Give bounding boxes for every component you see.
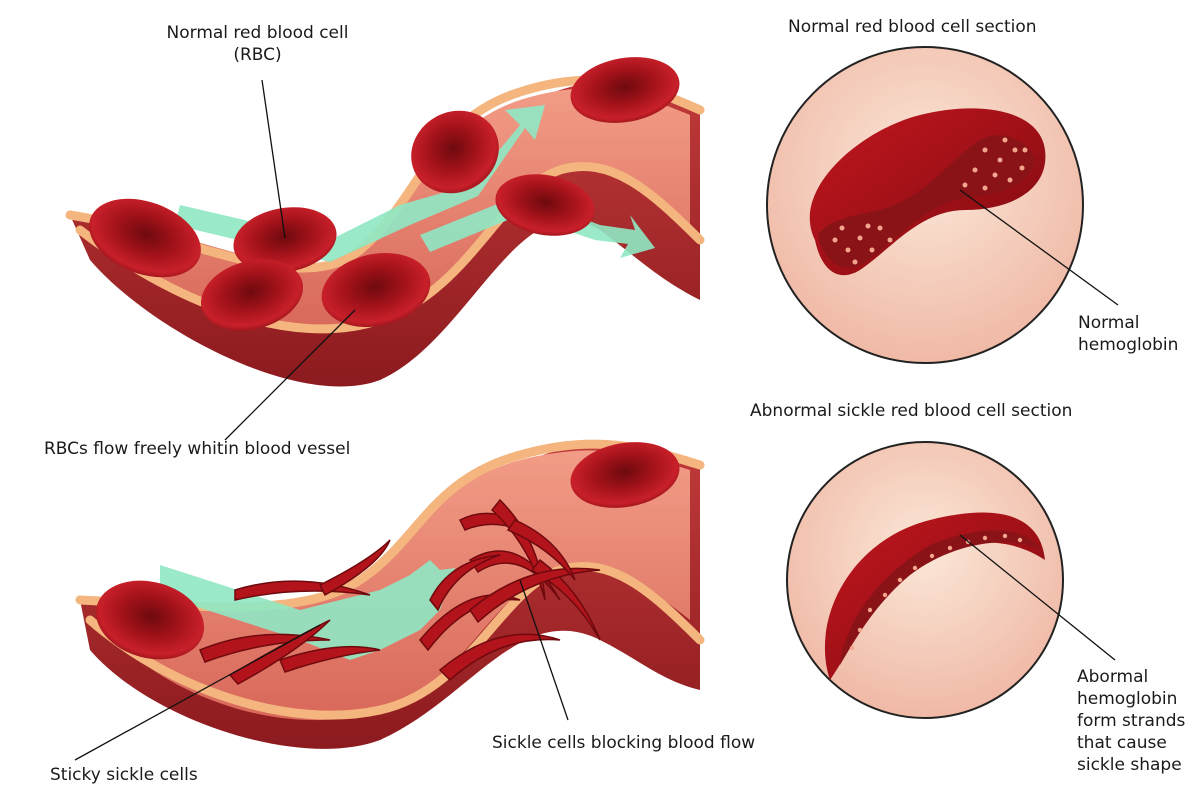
label-abnormal-hemoglobin: Abormal hemoglobin form strands that cau… [1077,666,1185,776]
label-normal-hemoglobin: Normal hemoglobin [1078,312,1178,356]
normal-blood-vessel [70,49,700,387]
label-abnormal-section-title: Abnormal sickle red blood cell section [750,400,1072,422]
section-circle [787,442,1063,718]
label-normal-rbc: Normal red blood cell (RBC) [150,22,365,66]
normal-cell-section [767,47,1083,363]
label-rbcs-flow: RBCs flow freely whitin blood vessel [44,438,350,460]
label-sticky-sickle: Sticky sickle cells [50,764,198,786]
sickle-cell-section [787,442,1063,718]
sickle-blood-vessel [80,434,700,749]
label-sickle-blocking: Sickle cells blocking blood flow [492,732,755,754]
label-normal-section-title: Normal red blood cell section [788,16,1037,38]
